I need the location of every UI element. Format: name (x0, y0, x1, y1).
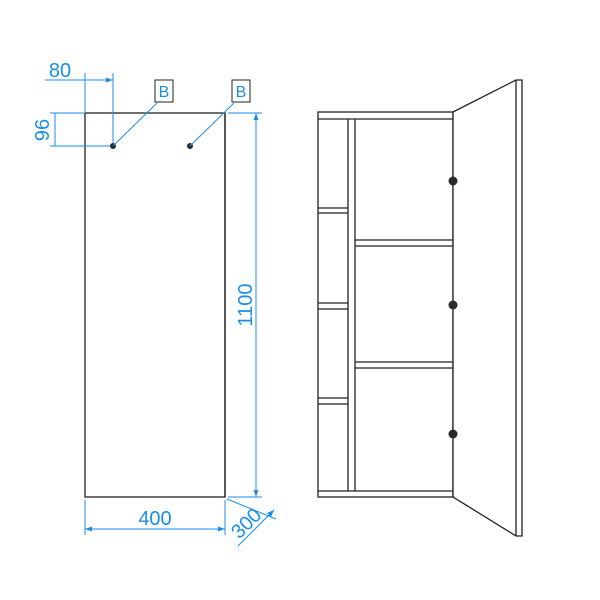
hinge-top (448, 176, 458, 186)
hinge-bottom (448, 429, 458, 439)
hinge-middle (448, 300, 458, 310)
side-shelves (318, 207, 348, 405)
cabinet-carcass (317, 111, 454, 498)
dimension-depth-label: 300 (227, 504, 266, 543)
dimension-width (84, 500, 226, 535)
dimension-offset-y-label: 96 (32, 119, 54, 141)
open-view (317, 79, 523, 537)
dimension-offset-x-label: 80 (49, 60, 71, 82)
dimension-height (228, 112, 262, 498)
marker-left-label: B (159, 84, 170, 101)
front-view: B B 80 96 1100 (32, 60, 277, 547)
leader-line-left (112, 102, 158, 147)
marker-b-right: B (231, 79, 251, 103)
marker-right-label: B (236, 84, 247, 101)
dimension-offset-x (45, 73, 114, 143)
cabinet-front-outline (84, 112, 226, 498)
dimension-height-label: 1100 (235, 283, 257, 326)
dimension-offset-y (50, 112, 110, 147)
dimension-width-label: 400 (138, 508, 171, 530)
open-door (452, 79, 523, 537)
main-shelves (355, 239, 453, 369)
leader-line-right (189, 102, 235, 147)
dimension-depth (226, 498, 277, 547)
marker-b-left: B (154, 79, 174, 103)
